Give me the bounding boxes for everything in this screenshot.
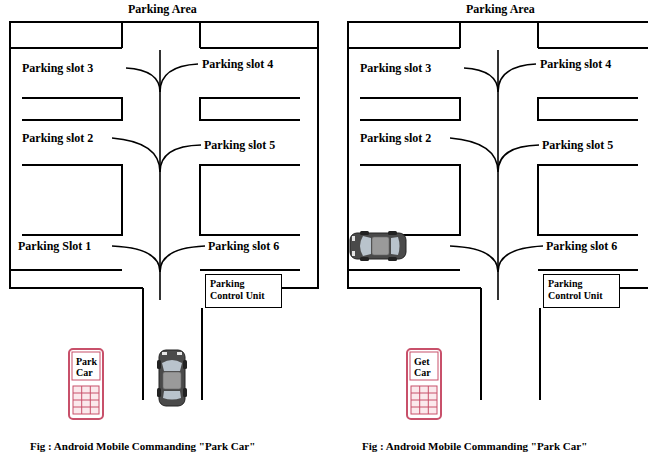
- slot-label: Parking slot 2: [360, 132, 431, 146]
- mobile-phone: Get Car: [406, 348, 442, 420]
- slot-label: Parking slot 5: [542, 139, 613, 153]
- box-label: Parking Control Unit: [548, 278, 615, 302]
- box-label: Parking Control Unit: [210, 278, 277, 302]
- slot-label: Parking slot 6: [208, 240, 279, 254]
- mobile-phone: Park Car: [68, 348, 104, 420]
- slot-label: Parking slot 6: [546, 240, 617, 254]
- left-panel: [10, 22, 318, 414]
- slot-label: Parking slot 2: [22, 132, 93, 146]
- phone-screen-text: Park Car: [76, 356, 100, 378]
- control-unit-box: Parking Control Unit: [543, 274, 620, 308]
- slot-label: Parking slot 3: [22, 62, 93, 76]
- car-parked: [350, 231, 406, 261]
- area-title: Parking Area: [466, 3, 535, 17]
- slot-label: Parking slot 4: [540, 58, 611, 72]
- control-unit-box: Parking Control Unit: [205, 274, 282, 308]
- car-entering: [157, 350, 187, 406]
- slot-label: Parking Slot 1: [18, 240, 91, 254]
- figure-caption: Fig : Android Mobile Commanding "Park Ca…: [362, 440, 587, 453]
- slot-label: Parking slot 5: [204, 139, 275, 153]
- area-title: Parking Area: [128, 3, 197, 17]
- figure-caption: Fig : Android Mobile Commanding "Park Ca…: [30, 440, 255, 453]
- slot-label: Parking slot 4: [202, 58, 273, 72]
- slot-label: Parking slot 3: [360, 62, 431, 76]
- phone-screen-text: Get Car: [414, 356, 438, 378]
- right-panel: [348, 22, 648, 414]
